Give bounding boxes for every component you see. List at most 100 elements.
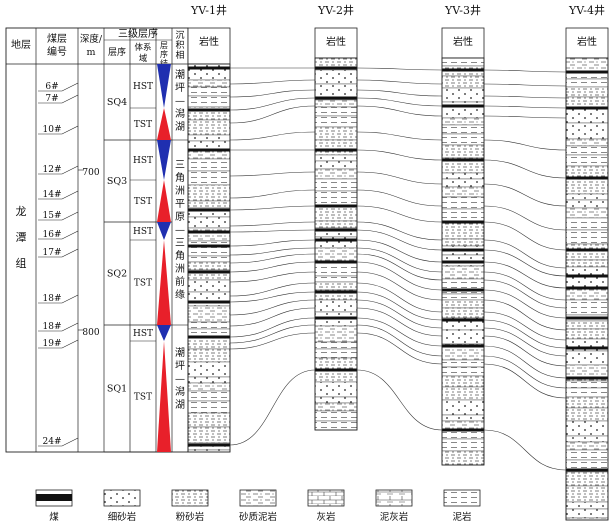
facies-label-char: 洲 <box>175 185 185 197</box>
correlation-line <box>356 89 443 97</box>
lith-band <box>441 265 485 280</box>
correlation-line <box>483 221 567 251</box>
correlation-line <box>229 189 316 199</box>
facies-label-char: 潟 <box>175 385 185 398</box>
lith-band <box>314 178 358 192</box>
correlation-line <box>356 171 443 185</box>
coal-seam <box>442 288 484 292</box>
lith-band <box>565 86 609 98</box>
lith-band <box>441 57 485 67</box>
correlation-line <box>356 369 443 431</box>
well-title: YV-1井 <box>190 3 227 17</box>
correlation-line <box>356 324 443 357</box>
correlation-line <box>483 355 567 389</box>
lith-band <box>565 471 609 487</box>
lith-band <box>565 275 609 288</box>
coal-seam <box>188 335 230 339</box>
header-third-order: 三级层序 <box>118 27 158 40</box>
lith-band <box>314 396 358 404</box>
seam-leader <box>38 82 79 92</box>
correlation-line <box>356 271 443 301</box>
correlation-line <box>356 332 443 365</box>
legend-label: 泥灰岩 <box>380 511 409 523</box>
lith-band <box>441 124 485 135</box>
coal-seam <box>188 108 230 112</box>
facies-label-char: 原 <box>175 211 185 223</box>
lith-band <box>441 386 485 401</box>
lith-band <box>187 240 231 257</box>
depth-tick: 700 <box>82 168 99 178</box>
lith-band <box>565 259 609 268</box>
formation-label-char: 龙 <box>16 205 27 218</box>
legend-label: 细砂岩 <box>108 511 137 523</box>
coal-seam <box>442 158 484 162</box>
sequence-label: SQ4 <box>107 97 127 108</box>
lith-band <box>441 196 485 210</box>
coal-seam <box>188 443 230 447</box>
tract-tst: TST <box>134 120 152 130</box>
lith-band <box>314 325 358 343</box>
lith-band <box>187 227 231 242</box>
seam-leader <box>38 94 79 104</box>
lith-band <box>187 200 231 209</box>
header-depth-unit: m <box>86 47 95 58</box>
lith-band <box>314 106 358 117</box>
lith-band <box>314 154 358 162</box>
tract-hst: HST <box>133 82 153 92</box>
tract-hst: HST <box>133 329 153 339</box>
correlation-line <box>483 83 567 87</box>
coal-seam <box>566 274 608 278</box>
lith-band <box>187 412 231 428</box>
correlation-line <box>229 271 316 283</box>
legend-swatch <box>307 489 345 507</box>
lith-band <box>314 410 358 422</box>
legend-item-mudstone: 泥岩 <box>443 489 481 523</box>
lith-band <box>441 172 485 180</box>
correlation-line <box>356 221 443 241</box>
header-seam-no: 煤层 <box>47 32 67 45</box>
lith-band <box>187 216 231 229</box>
correlation-line <box>356 131 443 141</box>
lith-band <box>187 426 231 444</box>
correlation-line <box>483 271 567 301</box>
tst-triangle <box>157 341 171 452</box>
coal-seam <box>188 148 230 152</box>
correlation-line <box>356 105 443 117</box>
legend-swatch <box>103 489 141 507</box>
lith-band <box>441 359 485 368</box>
lith-band <box>441 117 485 126</box>
tract-tst: TST <box>134 279 152 289</box>
correlation-line <box>229 261 316 273</box>
lith-band <box>565 72 609 80</box>
correlation-line <box>229 317 316 338</box>
lith-band <box>314 99 358 108</box>
seam-leader <box>38 322 79 332</box>
seam-label: 24# <box>43 437 62 447</box>
hst-triangle <box>157 325 171 341</box>
coal-seam <box>188 230 230 234</box>
coal-seam <box>442 318 484 322</box>
lith-band <box>314 348 358 359</box>
header-facies: 沉积相 <box>175 30 184 61</box>
lith-band <box>187 255 231 263</box>
lith-band <box>441 375 485 388</box>
header-sequence: 层序 <box>108 46 126 58</box>
facies-label-char: 平 <box>175 199 185 210</box>
coal-seam <box>442 68 484 72</box>
coal-seam <box>566 286 608 290</box>
lith-band <box>565 178 609 195</box>
correlation-line <box>356 149 443 161</box>
sequence-label: SQ2 <box>107 269 127 280</box>
facies-label-char: 三 <box>175 238 185 249</box>
header-stratum: 地层 <box>11 38 31 51</box>
hst-triangle <box>157 140 171 180</box>
correlation-line <box>229 97 316 111</box>
seam-label: 10# <box>43 125 62 135</box>
legend-item-sandy_mudstone: 砂质泥岩 <box>239 489 277 523</box>
lith-frame <box>565 57 609 521</box>
lith-band <box>187 382 231 392</box>
lith-band <box>441 414 485 422</box>
tract-tst: TST <box>134 393 152 403</box>
